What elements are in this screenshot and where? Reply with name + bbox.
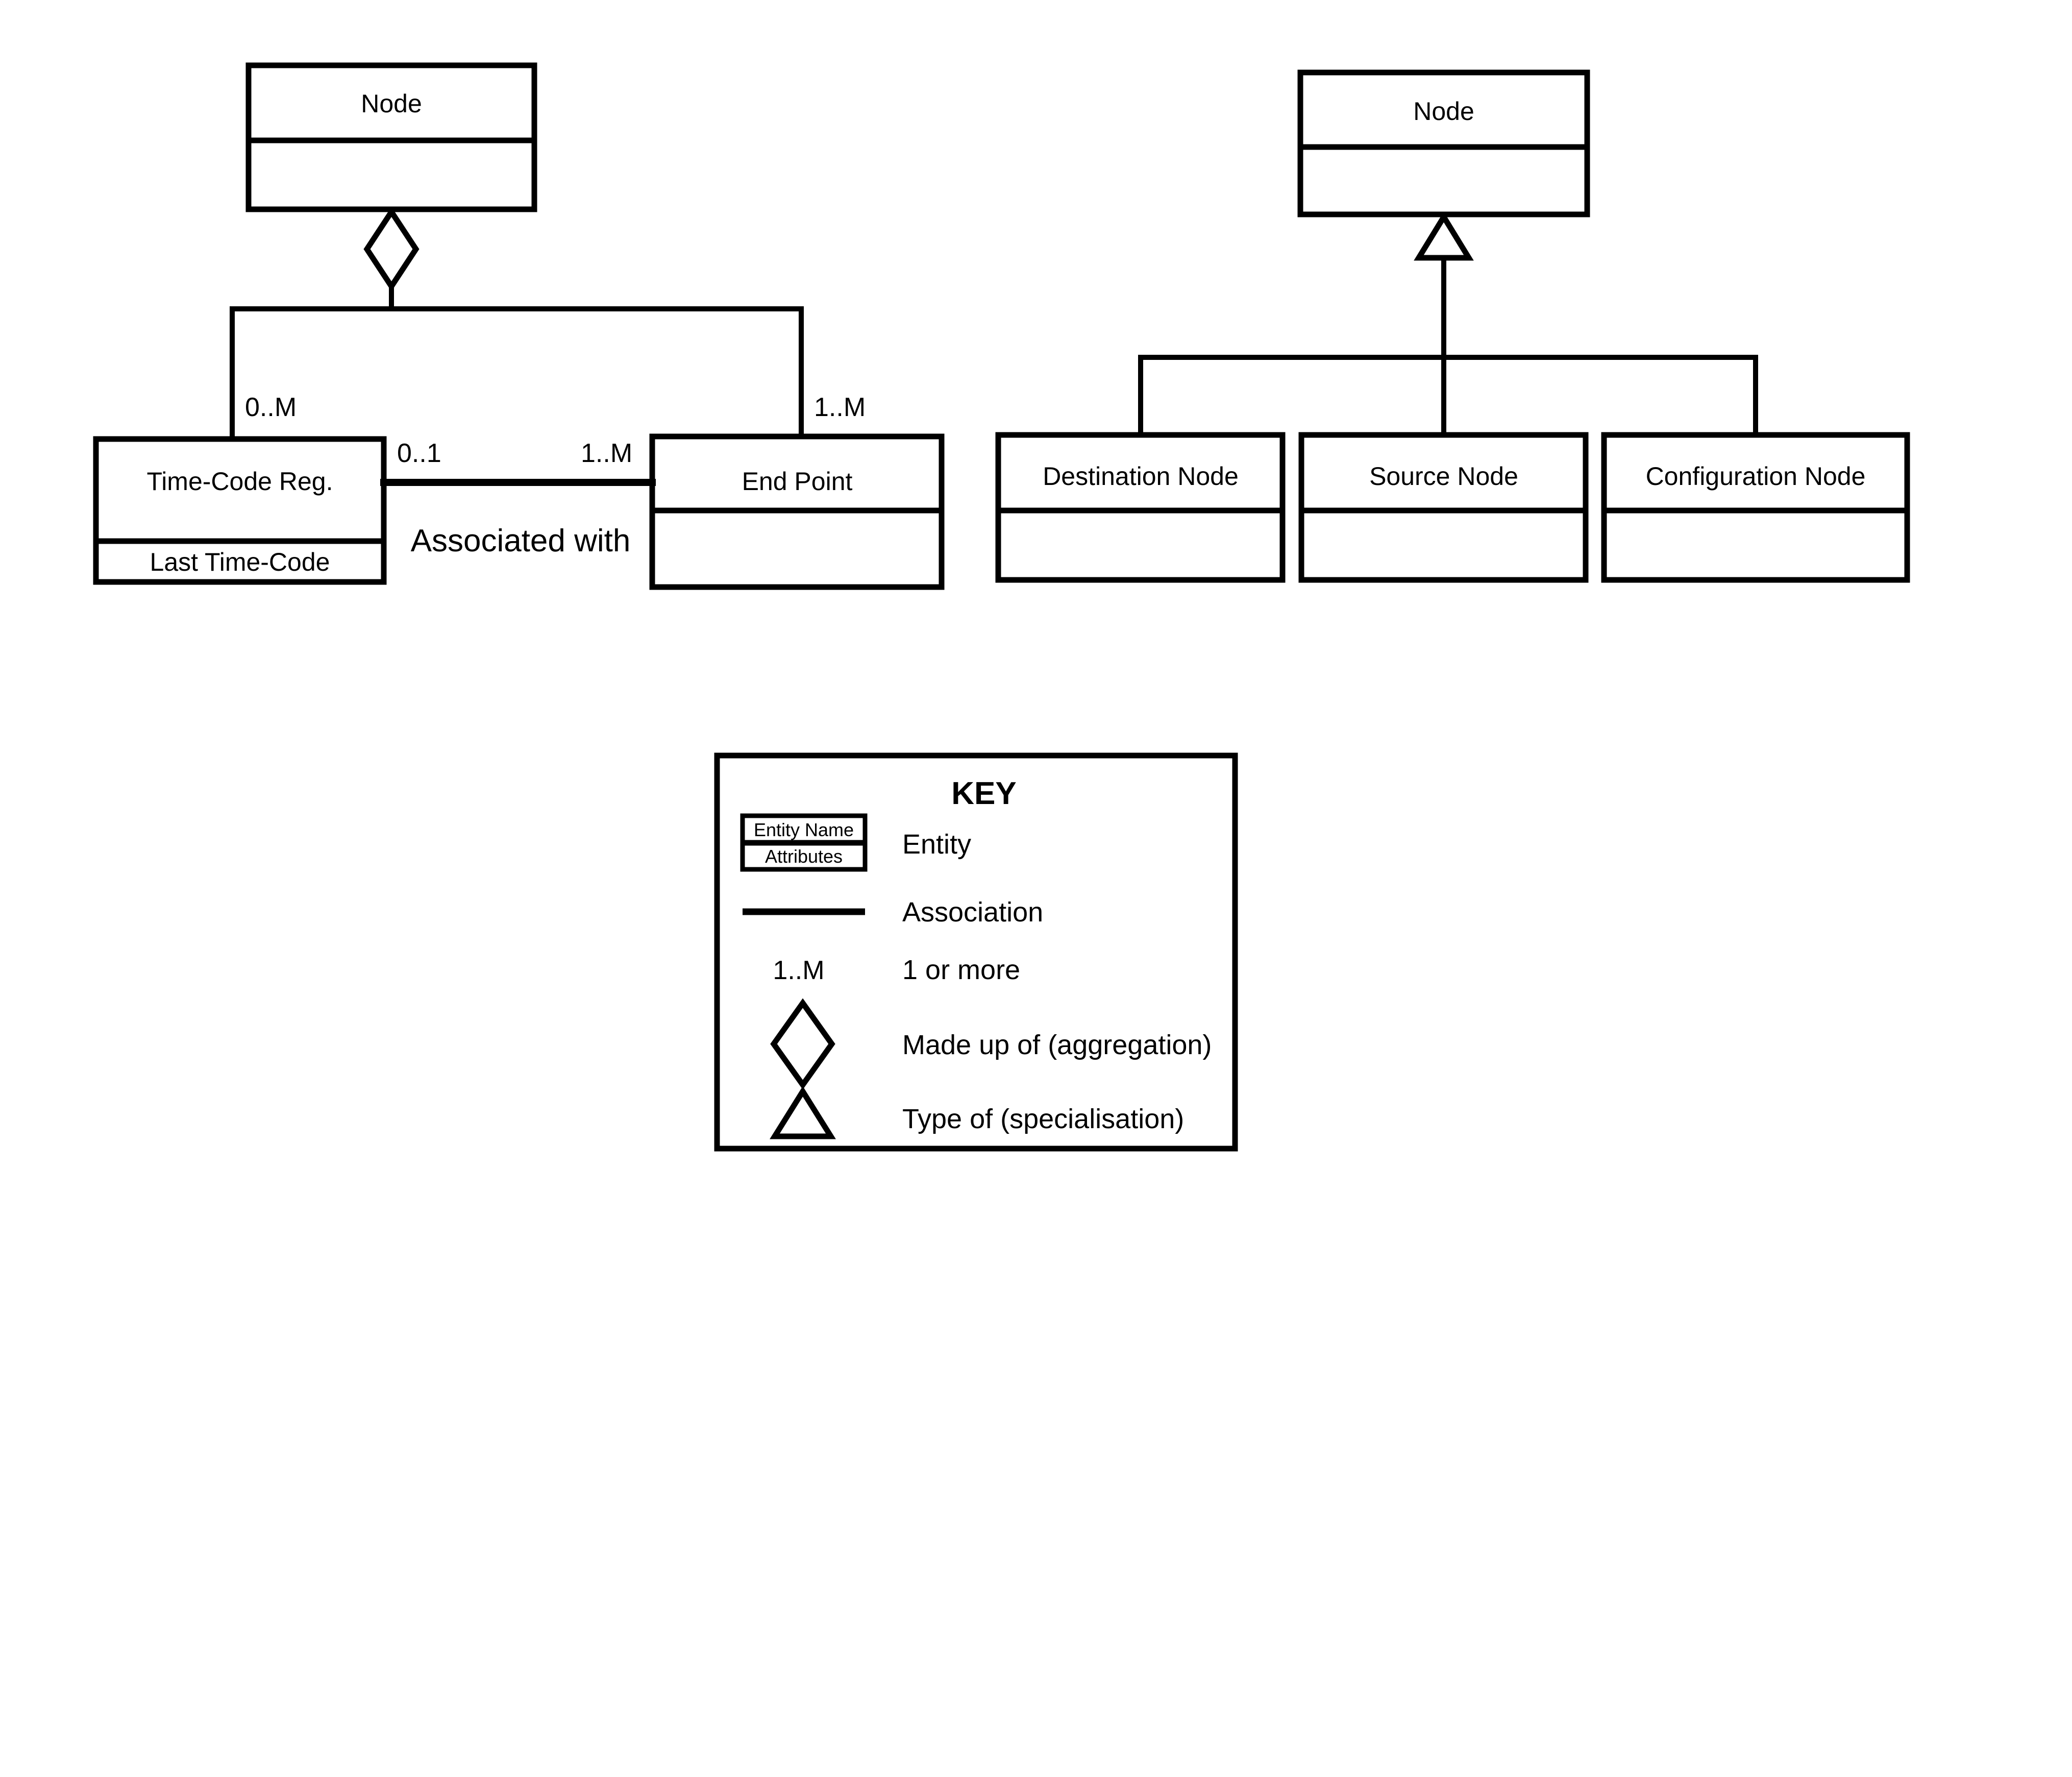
entity-time-code-reg-attribute: Last Time-Code — [150, 548, 330, 576]
entity-configuration-node[interactable]: Configuration Node — [1601, 432, 1910, 583]
entity-source-node[interactable]: Source Node — [1298, 432, 1589, 583]
association-label: Associated with — [411, 523, 631, 558]
multiplicity-assoc-right: 1..M — [581, 439, 632, 468]
legend-label-association: Association — [902, 897, 1043, 928]
entity-node-left-name: Node — [361, 89, 422, 118]
legend-label-one-or-more: 1 or more — [902, 955, 1020, 985]
aggregation-diagram: Node 0..M 1..M Time-Code Reg. Last Time-… — [93, 62, 945, 590]
specialisation-diagram: Node Destination Node Source Node — [995, 69, 1910, 583]
legend-entity-name-cell: Entity Name — [754, 819, 854, 840]
legend-entity-sample: Entity Name Attributes — [740, 813, 868, 872]
entity-end-point[interactable]: End Point — [649, 433, 945, 590]
legend-label-entity: Entity — [902, 829, 971, 860]
entity-end-point-name: End Point — [742, 467, 853, 496]
legend-key: KEY Entity Name Attributes Entity Associ… — [714, 752, 1238, 1152]
entity-destination-node[interactable]: Destination Node — [995, 432, 1286, 583]
legend-label-specialisation: Type of (specialisation) — [902, 1104, 1184, 1134]
triangle-icon — [1414, 211, 1474, 261]
legend-diamond-icon — [770, 998, 835, 1090]
legend-triangle-icon — [770, 1086, 836, 1139]
multiplicity-assoc-left: 0..1 — [397, 439, 441, 468]
entity-destination-node-name: Destination Node — [1043, 462, 1239, 491]
entity-time-code-reg-name: Time-Code Reg. — [147, 467, 333, 496]
entity-source-node-rect[interactable] — [1298, 432, 1589, 583]
multiplicity-endpoint-to-node: 1..M — [814, 393, 866, 422]
entity-node-right-rect[interactable] — [1297, 69, 1590, 217]
legend-multiplicity-sample: 1..M — [773, 956, 824, 985]
entity-node-right-name: Node — [1413, 97, 1474, 126]
multiplicity-timecode-to-node: 0..M — [245, 393, 297, 422]
entity-time-code-reg-rect[interactable] — [93, 436, 387, 585]
legend-label-aggregation: Made up of (aggregation) — [902, 1030, 1212, 1060]
legend-title: KEY — [951, 776, 1016, 811]
entity-node-left[interactable]: Node — [245, 62, 537, 212]
entity-configuration-node-name: Configuration Node — [1646, 462, 1866, 491]
diamond-icon — [363, 206, 420, 292]
entity-node-right[interactable]: Node — [1297, 69, 1590, 217]
legend-border — [714, 752, 1238, 1152]
entity-source-node-name: Source Node — [1369, 462, 1518, 491]
legend-entity-attributes-cell: Attributes — [765, 846, 843, 867]
entity-time-code-reg[interactable]: Time-Code Reg. Last Time-Code — [93, 436, 387, 585]
entity-destination-node-rect[interactable] — [995, 432, 1286, 583]
entity-configuration-node-rect[interactable] — [1601, 432, 1910, 583]
entity-node-left-rect[interactable] — [245, 62, 537, 212]
